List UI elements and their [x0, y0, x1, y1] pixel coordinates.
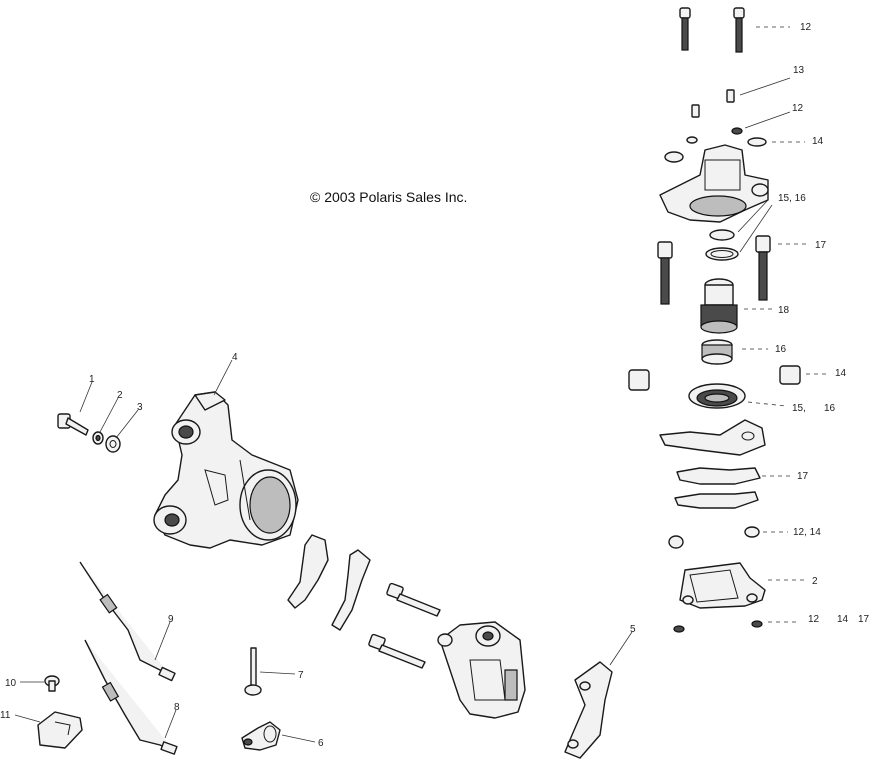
- part-5-bracket: [564, 661, 613, 759]
- part-2-caliper-housing: [679, 562, 766, 609]
- part-spacer: [668, 535, 684, 549]
- brake-pad-left: [287, 534, 329, 609]
- callout-4: 4: [232, 352, 238, 363]
- callout-right-17b: 17: [797, 471, 809, 482]
- caliper-pin-lower: [368, 633, 426, 669]
- part-1-bolt: [57, 413, 89, 436]
- part-15-seal: [709, 229, 735, 241]
- part-11-clip: [37, 711, 83, 749]
- part-15-16-seal: [688, 383, 746, 409]
- callout-6: 6: [318, 738, 324, 749]
- part-7-pin: [244, 647, 262, 696]
- brake-pad-right: [331, 549, 371, 631]
- callout-3: 3: [137, 402, 143, 413]
- part-12-bolt-top: [679, 7, 745, 53]
- part-3-washer: [105, 435, 121, 453]
- callout-right-12c: 12: [808, 614, 820, 625]
- part-17-pad-upper: [676, 467, 761, 485]
- copyright-text: © 2003 Polaris Sales Inc.: [310, 189, 467, 205]
- callout-right-17c: 17: [858, 614, 870, 625]
- part-14-sleeves: [628, 365, 801, 391]
- callout-10: 10: [5, 678, 17, 689]
- callout-right-15b: 15,: [792, 403, 806, 414]
- callout-right-16: 16: [775, 344, 787, 355]
- callout-11: 11: [0, 710, 11, 721]
- callout-right-12-14: 12, 14: [793, 527, 821, 538]
- part-18-piston: [700, 278, 738, 334]
- callout-right-16b: 16: [824, 403, 836, 414]
- callout-9: 9: [168, 614, 174, 625]
- callout-right-12a: 12: [800, 22, 812, 33]
- part-6-clamp: [241, 721, 281, 751]
- mounting-plate: [659, 419, 766, 456]
- part-17-pad-lower: [674, 491, 759, 509]
- callout-8: 8: [174, 702, 180, 713]
- part-17-bolts: [657, 235, 771, 305]
- callout-right-17a: 17: [815, 240, 827, 251]
- callout-right-15-16a: 15, 16: [778, 193, 806, 204]
- part-16-oring: [705, 247, 739, 261]
- part-8-brake-line: [84, 639, 178, 755]
- callout-right-2: 2: [812, 576, 818, 587]
- callout-right-18: 18: [778, 305, 790, 316]
- caliper-body: [437, 621, 526, 719]
- callout-right-13: 13: [793, 65, 805, 76]
- master-cylinder-body: [659, 144, 769, 223]
- callout-1: 1: [89, 374, 95, 385]
- callout-right-14a: 14: [812, 136, 824, 147]
- part-14-lower-washer: [751, 620, 763, 628]
- caliper-pin-upper: [386, 582, 441, 617]
- part-14-washer-a: [686, 136, 698, 144]
- part-12-washer: [731, 127, 743, 135]
- part-13-bleeder: [691, 89, 735, 118]
- callout-5: 5: [630, 624, 636, 635]
- part-9-brake-line: [79, 561, 176, 682]
- part-14-washer-b: [747, 137, 767, 147]
- callout-7: 7: [298, 670, 304, 681]
- part-12-lower-washer: [673, 625, 685, 633]
- part-16-bushing: [701, 339, 733, 365]
- part-12-14-nut: [744, 526, 760, 538]
- callout-2: 2: [117, 390, 123, 401]
- part-4-knuckle: [153, 391, 299, 549]
- part-10-screw: [44, 675, 60, 692]
- callout-right-14c: 14: [837, 614, 849, 625]
- callout-right-12b: 12: [792, 103, 804, 114]
- callout-right-14b: 14: [835, 368, 847, 379]
